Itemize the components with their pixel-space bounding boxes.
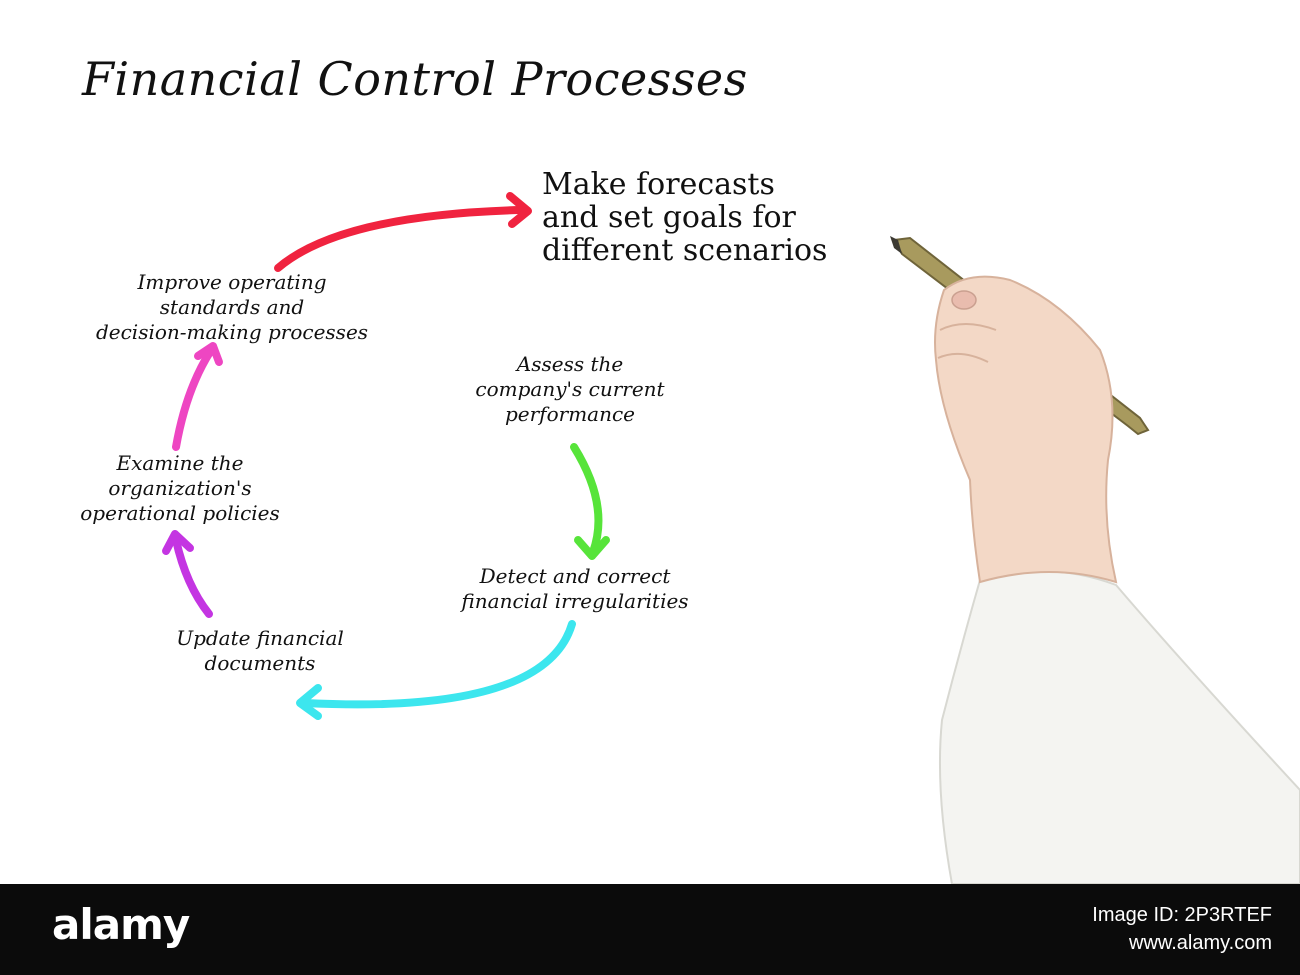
step-assess-line: company's current [475,377,665,401]
arrow-red-head [506,192,532,228]
sleeve-shape [938,570,1300,884]
step-update: Update financial documents [120,626,400,676]
diagram-title: Financial Control Processes [82,52,748,106]
step-update-line: Update financial [176,626,344,650]
step-improve: Improve operating standards and decision… [52,270,412,345]
step-examine-line: organization's [108,476,252,500]
step-improve-line: decision-making processes [95,320,369,344]
watermark-bar [0,884,1300,975]
step-detect: Detect and correct financial irregularit… [405,564,745,614]
watermark-image-id: Image ID: 2P3RTEF [1092,904,1272,926]
arrow-red [274,206,524,272]
arrow-green-head [574,536,610,560]
step-forecast-line: Make forecasts [542,167,775,202]
hand-holding-pen-illustration [890,236,1300,884]
step-examine-line: operational policies [80,501,280,525]
watermark-url: www.alamy.com [1129,932,1272,954]
watermark-brand-logo: alamy [52,900,190,949]
step-detect-line: Detect and correct [479,564,671,588]
arrow-green [570,443,603,556]
arrow-purple-head [162,530,194,555]
step-update-line: documents [204,651,316,675]
step-assess-line: performance [504,402,635,426]
step-examine-line: Examine the [116,451,244,475]
hand-shape [934,275,1118,584]
step-forecast: Make forecasts and set goals for differe… [542,168,827,267]
step-assess: Assess the company's current performance [430,352,710,427]
step-detect-line: financial irregularities [461,589,689,613]
cycle-arrows [162,192,610,720]
step-improve-line: standards and [159,295,305,319]
step-examine: Examine the organization's operational p… [40,451,320,526]
arrow-cyan [301,620,576,709]
step-forecast-line: different scenarios [542,233,828,268]
arrow-cyan-head [296,684,322,720]
step-improve-line: Improve operating [137,270,327,294]
arrow-pink-head [194,342,223,366]
arrow-pink [172,348,214,451]
step-forecast-line: and set goals for [542,200,796,235]
step-assess-line: Assess the [516,352,624,376]
arrow-purple [172,536,213,618]
